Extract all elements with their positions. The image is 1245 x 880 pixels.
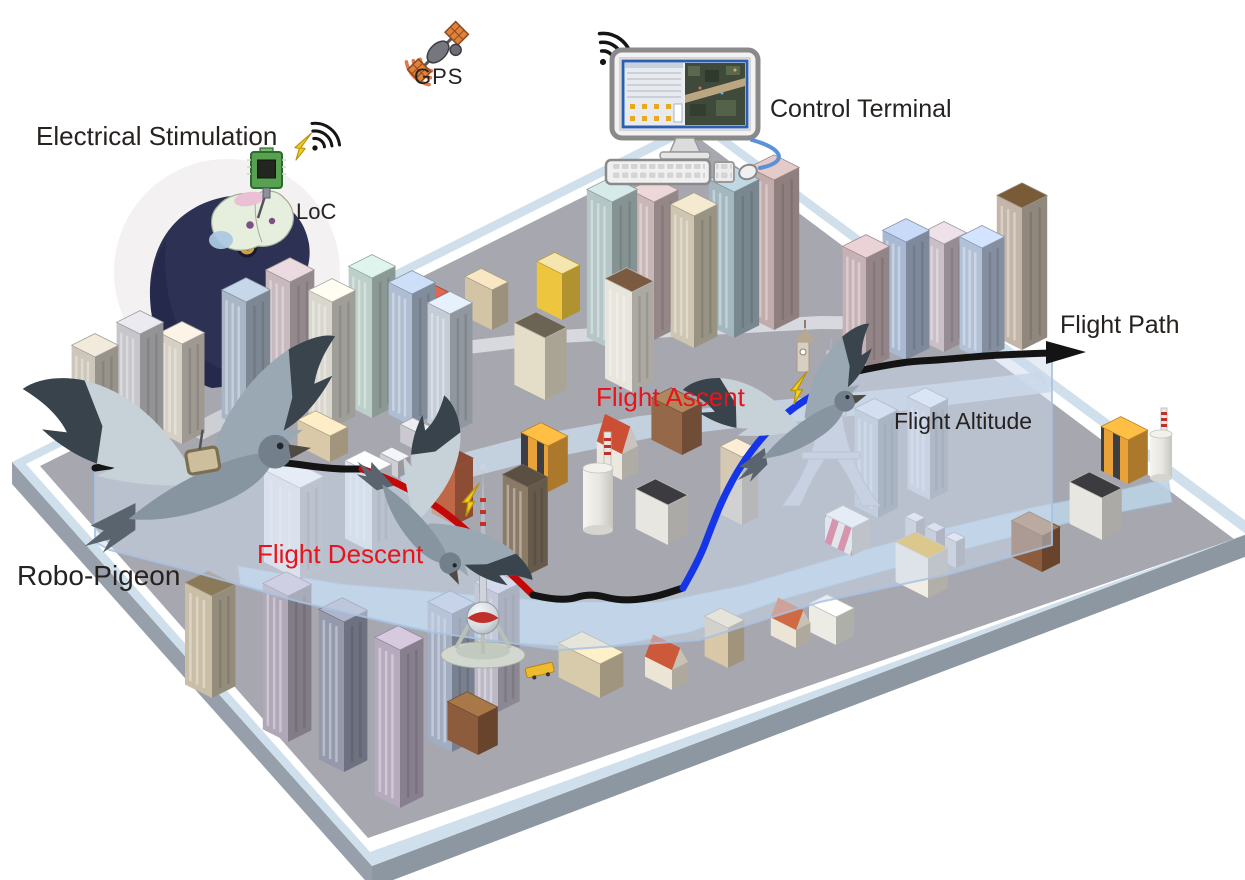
label-gps: GPS <box>414 64 463 89</box>
label-control-terminal: Control Terminal <box>770 95 952 123</box>
building <box>319 598 368 772</box>
building <box>514 312 566 400</box>
building <box>960 226 1005 361</box>
satellite-map-panel <box>685 63 745 125</box>
label-flight-descent: Flight Descent <box>257 539 424 569</box>
building <box>671 193 718 348</box>
building <box>185 571 235 698</box>
factory-tank-right <box>1150 408 1172 482</box>
stimulation-bolt-icon <box>293 131 311 161</box>
building <box>883 219 930 360</box>
building <box>605 268 654 392</box>
label-flight-ascent: Flight Ascent <box>596 382 746 412</box>
building <box>160 322 205 445</box>
monitor-base <box>660 152 710 159</box>
label-flight-altitude: Flight Altitude <box>894 408 1032 434</box>
building <box>349 255 396 418</box>
label-electrical-stimulation: Electrical Stimulation <box>36 121 277 151</box>
building <box>375 626 424 808</box>
building <box>537 252 580 320</box>
building <box>1101 417 1148 484</box>
monitor-stand <box>670 138 700 152</box>
label-robo-pigeon: Robo-Pigeon <box>17 560 180 591</box>
label-loc: LoC <box>296 199 336 224</box>
flight-path-arrowhead-icon <box>1046 341 1086 364</box>
control-software-panel <box>625 63 683 125</box>
label-flight-path: Flight Path <box>1060 311 1180 339</box>
